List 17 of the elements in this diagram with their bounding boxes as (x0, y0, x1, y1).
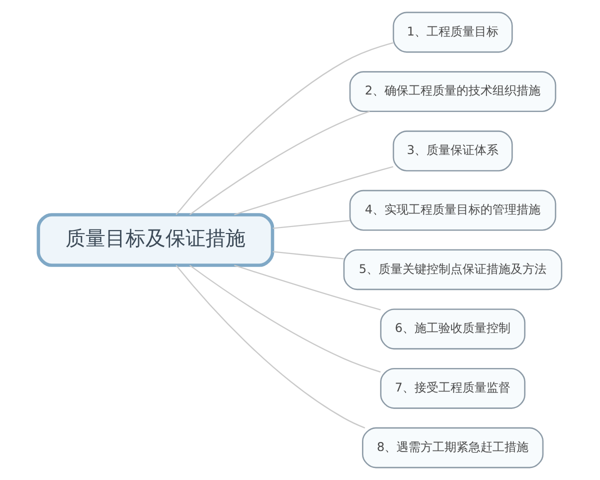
connector (272, 251, 344, 260)
node-box: 3、质量保证体系 (392, 130, 513, 172)
node-box: 质量目标及保证措施 (36, 213, 274, 267)
connector (272, 220, 350, 229)
node-box: 1、工程质量目标 (392, 12, 513, 53)
connector (234, 264, 381, 310)
node-box: 4、实现工程质量目标的管理措施 (349, 190, 556, 231)
node-box: 2、确保工程质量的技术组织措施 (349, 71, 556, 112)
connector (176, 42, 394, 216)
node-box: 7、接受工程质量监督 (380, 368, 526, 409)
node-box: 5、质量关键控制点保证措施及方法 (343, 249, 562, 290)
connector (176, 264, 366, 429)
node-box: 6、施工验收质量控制 (380, 308, 526, 350)
connector (189, 264, 381, 373)
connector (234, 166, 394, 216)
connector (189, 110, 370, 216)
node-box: 8、遇需方工期紧急赶工措施 (362, 427, 544, 468)
